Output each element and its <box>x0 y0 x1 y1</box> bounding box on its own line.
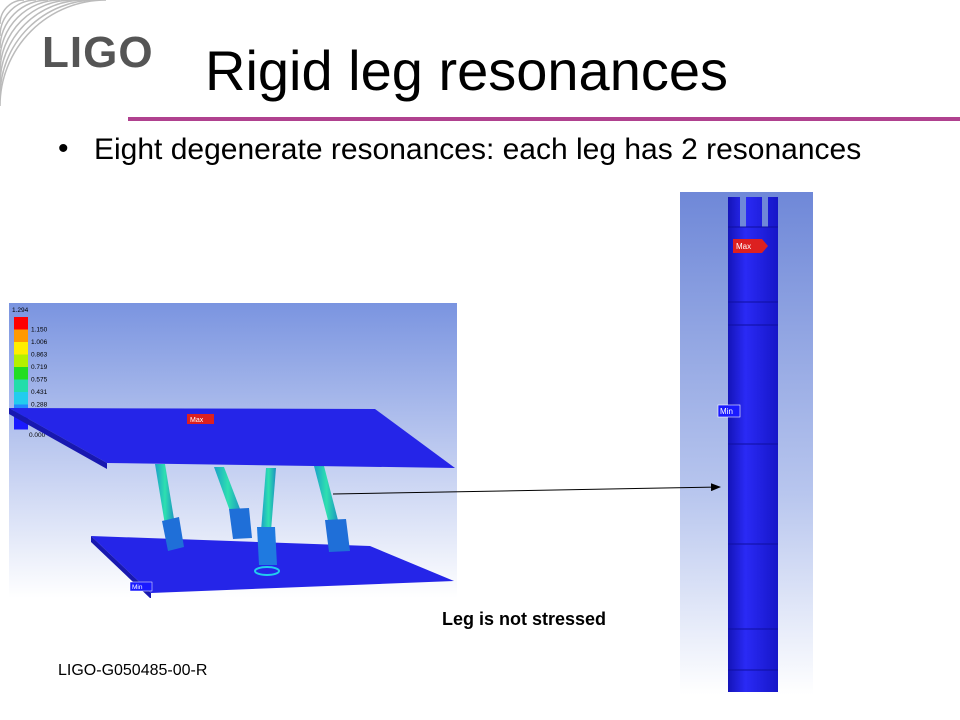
legend-label: 0.719 <box>31 364 48 371</box>
legend-swatch <box>14 379 28 392</box>
svg-text:Max: Max <box>190 417 204 424</box>
legend-label: 1.006 <box>31 339 48 346</box>
legend-label: 1.150 <box>31 327 48 334</box>
max-tag <box>733 239 768 253</box>
leg <box>155 464 175 525</box>
fea-leg-render: Max Min <box>680 192 813 695</box>
leg <box>314 466 339 524</box>
bullet-item: Eight degenerate resonances: each leg ha… <box>94 133 862 166</box>
legend-swatch <box>14 317 28 330</box>
legend-swatch <box>14 367 28 380</box>
fea-platform-figure: 1.294 1.150 1.006 0.863 0.719 0.575 0.431 0.28… <box>9 303 457 599</box>
legs <box>155 464 350 565</box>
figure-caption: Leg is not stressed <box>442 609 607 629</box>
min-tag <box>717 404 741 418</box>
legend-swatch <box>14 354 28 367</box>
svg-text:Min: Min <box>720 407 733 416</box>
title-divider <box>128 117 960 121</box>
legend-top-value: 1.294 <box>12 307 29 314</box>
legend-label: 0.431 <box>31 389 48 396</box>
logo-text: LIGO <box>42 28 154 77</box>
svg-text:Max: Max <box>736 242 751 251</box>
legend-label: 0.575 <box>31 377 48 384</box>
fea-leg-figure: Max Min <box>680 192 813 695</box>
legend-label: 0.288 <box>31 402 48 409</box>
svg-text:Min: Min <box>132 584 143 591</box>
max-tag <box>187 414 214 424</box>
page-title: Rigid leg resonances <box>205 39 728 102</box>
legend-swatch <box>14 342 28 355</box>
logo-arcs-icon <box>0 0 107 107</box>
top-plate <box>9 408 455 468</box>
legend-label: 0.863 <box>31 352 48 359</box>
ligo-logo: LIGO <box>0 0 175 110</box>
leg <box>214 467 242 514</box>
bullet-marker: • <box>58 132 69 165</box>
fea-platform-render: 1.294 1.150 1.006 0.863 0.719 0.575 0.431 0.28… <box>9 303 457 599</box>
min-tag <box>129 581 153 592</box>
legend-swatch <box>14 392 28 405</box>
legend-swatch <box>14 329 28 342</box>
document-id: LIGO-G050485-00-R <box>58 662 208 679</box>
leg <box>261 468 276 531</box>
legend-bottom-value: 0.000 <box>29 432 46 439</box>
